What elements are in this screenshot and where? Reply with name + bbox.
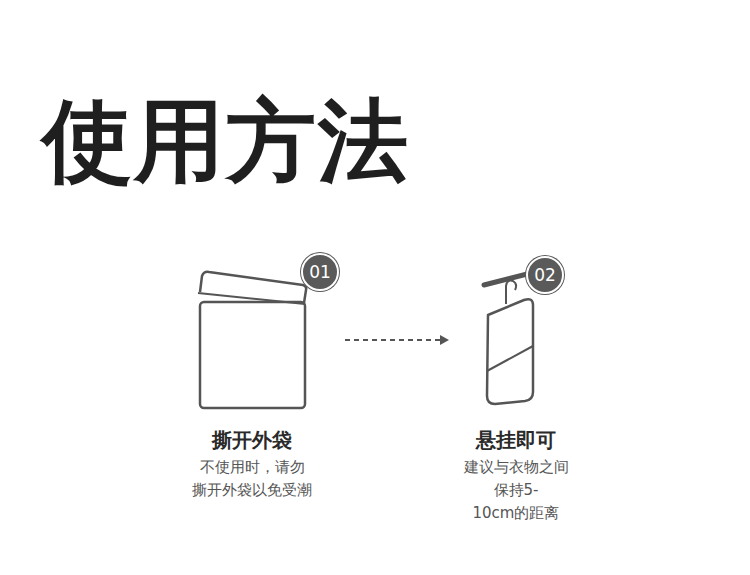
step-note: 不使用时，请勿 撕开外袋以免受潮 bbox=[192, 456, 312, 502]
page-title: 使用方法 bbox=[42, 96, 410, 186]
step-heading: 悬挂即可 bbox=[476, 428, 556, 452]
callout-circle: 01 bbox=[301, 253, 339, 291]
step-heading: 撕开外袋 bbox=[212, 428, 292, 452]
callout-circle: 02 bbox=[526, 256, 564, 294]
callout-number: 02 bbox=[534, 267, 556, 284]
callout-number: 01 bbox=[309, 264, 331, 281]
bag-icon bbox=[198, 272, 306, 408]
flow-arrow bbox=[345, 335, 449, 345]
step-note: 建议与衣物之间 保持5-10cm的距离 bbox=[464, 456, 569, 525]
